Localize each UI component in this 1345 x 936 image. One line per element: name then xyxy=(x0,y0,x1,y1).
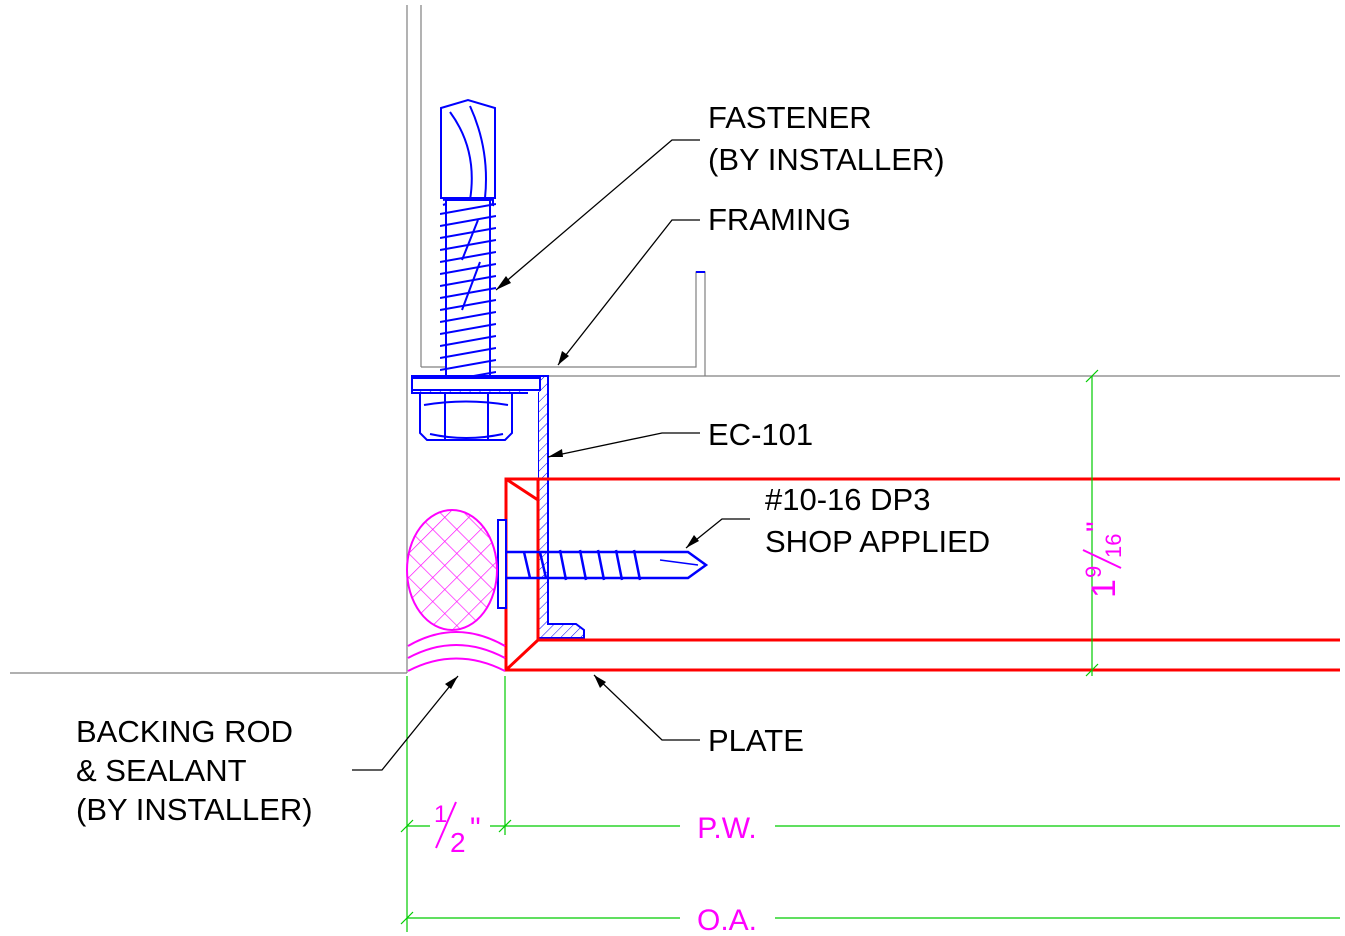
height-denominator: 16 xyxy=(1101,534,1126,558)
joint-numerator: 1 xyxy=(434,801,447,828)
backing-label-line2: & SEALANT xyxy=(76,753,247,788)
joint-denominator: 2 xyxy=(450,827,466,858)
ec101-web xyxy=(528,390,538,638)
sealant xyxy=(407,631,506,672)
leader-lines xyxy=(352,139,750,771)
ec101-label: EC-101 xyxy=(708,417,813,452)
height-dimension-text: 1 9 16 " xyxy=(1081,521,1126,598)
dimension-lines xyxy=(400,369,1340,932)
height-inch-mark: " xyxy=(1081,521,1114,532)
backing-label-line3: (BY INSTALLER) xyxy=(76,792,313,827)
leader-arrowheads xyxy=(445,276,699,689)
backing-rod xyxy=(406,509,498,631)
height-numerator: 9 xyxy=(1081,566,1106,578)
plate-label: PLATE xyxy=(708,723,804,758)
joint-fraction-bar xyxy=(435,801,457,849)
wall-substrate xyxy=(10,5,1340,674)
backing-label-line1: BACKING ROD xyxy=(76,714,293,749)
framing-label: FRAMING xyxy=(708,202,851,237)
joint-dimension-text: 1 2 " xyxy=(434,801,481,858)
pw-dimension-label: P.W. xyxy=(697,812,756,845)
screw-label-line2: SHOP APPLIED xyxy=(765,524,990,559)
height-whole: 1 xyxy=(1085,579,1123,598)
height-fraction-bar xyxy=(1082,549,1122,569)
fastener-label-line2: (BY INSTALLER) xyxy=(708,142,945,177)
screw-label-line1: #10-16 DP3 xyxy=(765,482,930,517)
joint-inch-mark: " xyxy=(470,812,481,845)
fastener-screw xyxy=(411,98,541,441)
oa-dimension-label: O.A. xyxy=(697,904,757,936)
shop-screw xyxy=(497,519,709,609)
fastener-label-line1: FASTENER xyxy=(708,100,872,135)
